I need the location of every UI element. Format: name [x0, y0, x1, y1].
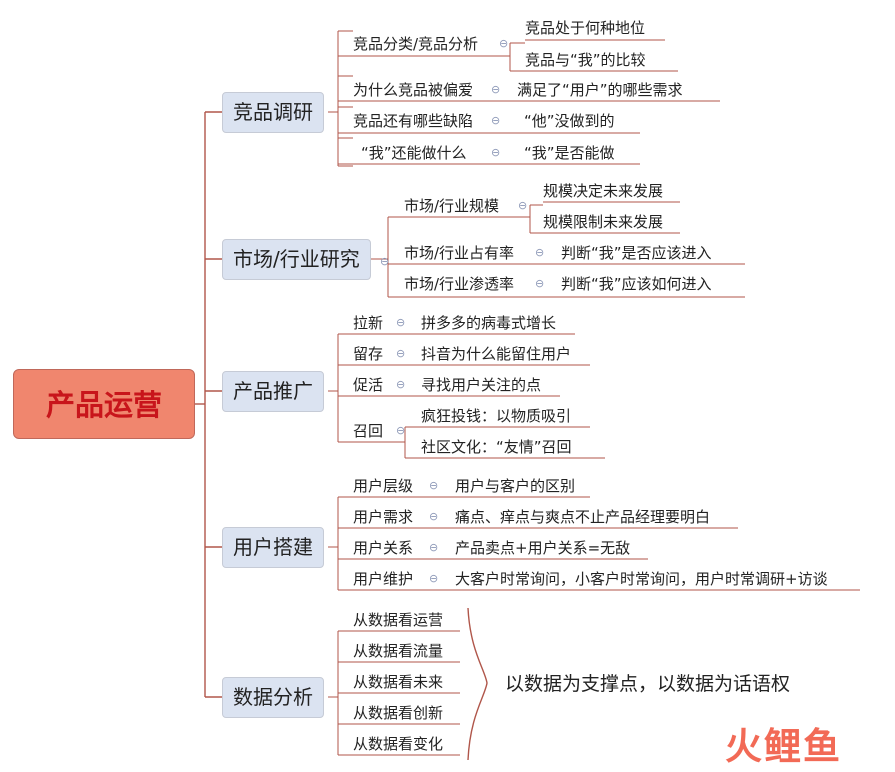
topic-why-competitor-preferred[interactable]: 为什么竞品被偏爱	[353, 81, 474, 99]
subtopic-what-he-missed[interactable]: “他”没做到的	[524, 112, 615, 130]
subtopic-should-i-enter[interactable]: 判断“我”是否应该进入	[561, 244, 712, 262]
subtopic-pinduoduo-viral[interactable]: 拼多多的病毒式增长	[421, 314, 557, 332]
collapse-icon[interactable]: ⊖	[535, 277, 545, 290]
branch-product-promotion[interactable]: 产品推广	[222, 371, 324, 412]
topic-user-needs[interactable]: 用户需求	[353, 508, 414, 526]
collapse-icon[interactable]: ⊖	[491, 146, 501, 159]
topic-recall[interactable]: 召回	[353, 422, 384, 440]
subtopic-client-followup[interactable]: 大客户时常询问，小客户时常询问，用户时常调研+访谈	[455, 570, 828, 588]
topic-acquisition[interactable]: 拉新	[353, 314, 384, 332]
collapse-icon[interactable]: ⊖	[429, 572, 439, 585]
collapse-icon[interactable]: ⊖	[429, 541, 439, 554]
subtopic-how-to-enter[interactable]: 判断“我”应该如何进入	[561, 275, 712, 293]
branch-market-research[interactable]: 市场/行业研究	[222, 239, 371, 280]
topic-user-relations[interactable]: 用户关系	[353, 539, 414, 557]
subtopic-can-i-do[interactable]: “我”是否能做	[524, 144, 615, 162]
topic-market-scale[interactable]: 市场/行业规模	[404, 197, 500, 215]
topic-retention[interactable]: 留存	[353, 345, 384, 363]
collapse-icon[interactable]: ⊖	[429, 510, 439, 523]
subtopic-user-focus[interactable]: 寻找用户关注的点	[421, 376, 542, 394]
collapse-icon[interactable]: ⊖	[396, 347, 406, 360]
branch-data-analysis[interactable]: 数据分析	[222, 677, 324, 718]
subtopic-user-vs-customer[interactable]: 用户与客户的区别	[455, 477, 576, 495]
topic-competitor-classification[interactable]: 竞品分类/竞品分析	[353, 35, 479, 53]
summary-data-authority: 以数据为支撑点，以数据为话语权	[505, 673, 791, 695]
collapse-icon[interactable]: ⊖	[491, 83, 501, 96]
watermark-text: 火鲤鱼	[725, 725, 842, 768]
branch-competitor-research[interactable]: 竞品调研	[222, 92, 324, 133]
collapse-icon[interactable]: ⊖	[499, 37, 509, 50]
subtopic-community-recall[interactable]: 社区文化：“友情”召回	[421, 438, 572, 456]
subtopic-douyin-retention[interactable]: 抖音为什么能留住用户	[421, 345, 572, 363]
collapse-icon[interactable]: ⊖	[396, 316, 406, 329]
topic-activation[interactable]: 促活	[353, 376, 384, 394]
topic-competitor-defects[interactable]: 竞品还有哪些缺陷	[353, 112, 474, 130]
subtopic-competitor-position[interactable]: 竞品处于何种地位	[525, 19, 646, 37]
subtopic-scale-limits-future[interactable]: 规模限制未来发展	[543, 213, 664, 231]
topic-user-tiers[interactable]: 用户层级	[353, 477, 414, 495]
subtopic-selling-point-formula[interactable]: 产品卖点+用户关系=无敌	[455, 539, 631, 557]
collapse-icon[interactable]: ⊖	[518, 199, 528, 212]
subtopic-competitor-vs-me[interactable]: 竞品与“我”的比较	[525, 51, 646, 69]
collapse-icon[interactable]: ⊖	[429, 479, 439, 492]
subtopic-user-needs-met[interactable]: 满足了“用户”的哪些需求	[517, 81, 683, 99]
watermark-logo: 火鲤鱼	[725, 727, 842, 767]
topic-what-can-i-do[interactable]: “我”还能做什么	[361, 144, 467, 162]
topic-market-penetration[interactable]: 市场/行业渗透率	[404, 275, 515, 293]
topic-data-innovation[interactable]: 从数据看创新	[353, 704, 444, 722]
branch-user-building[interactable]: 用户搭建	[222, 527, 324, 568]
topic-user-maintenance[interactable]: 用户维护	[353, 570, 414, 588]
topic-data-operations[interactable]: 从数据看运营	[353, 611, 444, 629]
topic-data-future[interactable]: 从数据看未来	[353, 673, 444, 691]
collapse-icon[interactable]: ⊖	[396, 424, 406, 437]
subtopic-pain-points[interactable]: 痛点、痒点与爽点不止产品经理要明白	[455, 508, 711, 526]
root-topic[interactable]: 产品运营	[13, 369, 195, 439]
collapse-icon[interactable]: ⊖	[535, 246, 545, 259]
collapse-icon[interactable]: ⊖	[396, 378, 406, 391]
subtopic-money-attract[interactable]: 疯狂投钱：以物质吸引	[421, 407, 572, 425]
topic-market-share[interactable]: 市场/行业占有率	[404, 244, 515, 262]
topic-data-change[interactable]: 从数据看变化	[353, 735, 444, 753]
collapse-icon[interactable]: ⊖	[491, 114, 501, 127]
connector-line	[467, 607, 488, 761]
subtopic-scale-decides-future[interactable]: 规模决定未来发展	[543, 182, 664, 200]
collapse-icon[interactable]: ⊖	[380, 255, 390, 268]
topic-data-traffic[interactable]: 从数据看流量	[353, 642, 444, 660]
